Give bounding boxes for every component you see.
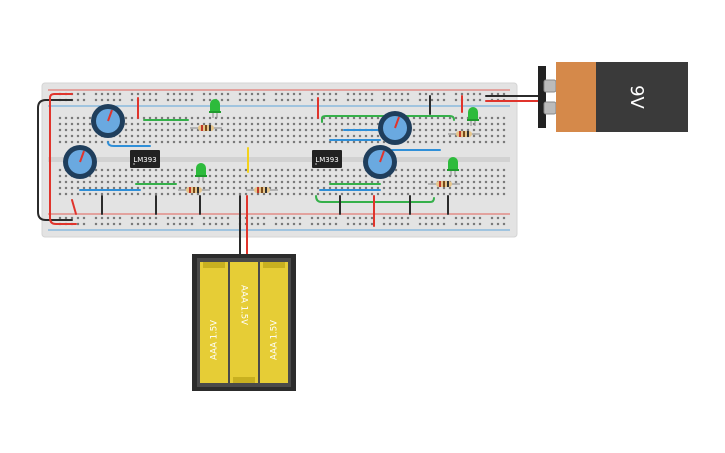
resistor[interactable]	[428, 181, 460, 187]
wires	[37, 93, 541, 257]
lm393-chip[interactable]: LM393	[312, 150, 342, 168]
led-green[interactable]	[195, 163, 207, 182]
led-green[interactable]	[467, 107, 479, 126]
potentiometer[interactable]	[91, 104, 125, 138]
potentiometer[interactable]	[63, 145, 97, 179]
led-green[interactable]	[447, 157, 459, 176]
cell-label: AAA 1.5V	[270, 320, 280, 360]
battery-9v[interactable]: 9V	[538, 62, 688, 132]
lm393-chip[interactable]: LM393	[130, 150, 160, 168]
potentiometer[interactable]	[363, 145, 397, 179]
breadboard-holes	[58, 92, 506, 226]
battery-9v-label: 9V	[626, 85, 647, 109]
chip-label: LM393	[133, 156, 156, 164]
led-green[interactable]	[209, 99, 221, 118]
chip-label: LM393	[315, 156, 338, 164]
battery-pack-aaa[interactable]: AAA 1.5V AAA 1.5V AAA 1.5V	[192, 254, 296, 391]
cell-label: AAA 1.5V	[239, 285, 249, 325]
cell-label: AAA 1.5V	[210, 320, 220, 360]
potentiometer[interactable]	[378, 111, 412, 145]
resistor[interactable]	[178, 187, 210, 193]
resistor[interactable]	[246, 187, 278, 193]
resistor[interactable]	[190, 125, 222, 131]
resistor[interactable]	[448, 131, 480, 137]
